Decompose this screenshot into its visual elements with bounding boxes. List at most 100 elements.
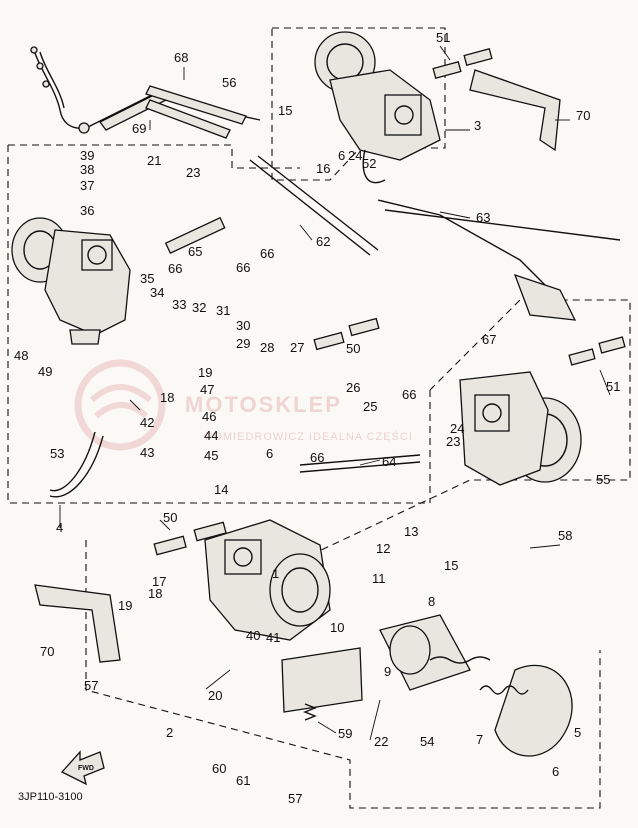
part-label: 58 — [558, 528, 572, 543]
part-label: 23 — [446, 434, 460, 449]
part-label: 34 — [150, 285, 164, 300]
part-label: 66 — [168, 261, 182, 276]
part-label: 45 — [204, 448, 218, 463]
part-label: 14 — [214, 482, 228, 497]
leader-lines — [59, 45, 611, 741]
part-label: 3 — [474, 118, 481, 133]
part-label: 26 — [346, 380, 360, 395]
part-label: 8 — [428, 594, 435, 609]
part-label: 60 — [212, 761, 226, 776]
part-label: 61 — [236, 773, 250, 788]
part-label: 50 — [163, 510, 177, 525]
part-label: 37 — [80, 178, 94, 193]
part-label: 38 — [80, 162, 94, 177]
carburetor-left — [11, 217, 131, 345]
part-label: 30 — [236, 318, 250, 333]
part-label: 68 — [174, 50, 188, 65]
part-label: 19 — [118, 598, 132, 613]
part-label: 1 — [272, 566, 279, 581]
part-labels: 1234566678910111213141515161718181919202… — [14, 30, 620, 806]
part-label: 5 — [574, 725, 581, 740]
part-label: 10 — [330, 620, 344, 635]
part-label: 48 — [14, 348, 28, 363]
part-label: 31 — [216, 303, 230, 318]
part-label: 32 — [192, 300, 206, 315]
carburetor-right — [459, 371, 582, 486]
part-label: 15 — [444, 558, 458, 573]
part-label: 9 — [384, 664, 391, 679]
part-label: 67 — [482, 332, 496, 347]
part-label: 21 — [147, 153, 161, 168]
linkages — [249, 155, 621, 473]
part-label: 16 — [316, 161, 330, 176]
carburetor-top — [314, 31, 441, 184]
part-label: 50 — [346, 341, 360, 356]
part-label: 54 — [420, 734, 434, 749]
part-label: 27 — [290, 340, 304, 355]
part-label: 29 — [236, 336, 250, 351]
part-label: 18 — [148, 586, 162, 601]
part-label: 66 — [402, 387, 416, 402]
part-label: 24 — [348, 148, 362, 163]
part-label: 40 — [246, 628, 260, 643]
leader-line — [439, 211, 471, 219]
part-label: 52 — [362, 156, 376, 171]
part-label: 59 — [338, 726, 352, 741]
leader-line — [599, 369, 611, 396]
part-label: 41 — [266, 630, 280, 645]
part-label: 6 — [552, 764, 559, 779]
leader-line — [369, 699, 381, 741]
part-label: 11 — [372, 571, 386, 586]
part-label: 22 — [374, 734, 388, 749]
part-label: 51 — [436, 30, 450, 45]
part-label: 51 — [606, 379, 620, 394]
part-label: 70 — [576, 108, 590, 123]
part-label: 6 — [338, 148, 345, 163]
watermark: MOTOSKLEP POMIEDROWICZ IDEALNA CZĘŚCI — [74, 359, 412, 451]
part-label: 64 — [382, 454, 396, 469]
leader-line — [317, 721, 337, 734]
part-label: 12 — [376, 541, 390, 556]
part-label: 24 — [450, 421, 464, 436]
part-label: 55 — [596, 472, 610, 487]
carburetor-bottom — [204, 519, 331, 641]
part-label: 47 — [200, 382, 214, 397]
part-label: 35 — [140, 271, 154, 286]
part-label: 56 — [222, 75, 236, 90]
tubes — [153, 48, 626, 556]
part-label: 44 — [204, 428, 218, 443]
part-label: 15 — [278, 103, 292, 118]
part-label: 39 — [80, 148, 94, 163]
part-label: 62 — [316, 234, 330, 249]
part-label: 70 — [40, 644, 54, 659]
part-label: 25 — [363, 399, 377, 414]
part-label: 57 — [288, 791, 302, 806]
part-label: 2 — [166, 725, 173, 740]
fwd-arrow-icon: FWD — [60, 750, 105, 786]
fwd-label: FWD — [78, 765, 94, 772]
part-label: 69 — [132, 121, 146, 136]
part-label: 36 — [80, 203, 94, 218]
leader-line — [359, 459, 381, 466]
watermark-brand: MOTOSKLEP — [185, 392, 342, 417]
leader-line — [439, 45, 451, 61]
fuel-hoses — [30, 46, 261, 139]
part-label: 6 — [266, 446, 273, 461]
part-label: 23 — [186, 165, 200, 180]
part-label: 63 — [476, 210, 490, 225]
drain-hose — [49, 431, 104, 498]
part-label: 57 — [84, 678, 98, 693]
part-label: 65 — [188, 244, 202, 259]
leader-line — [129, 399, 141, 411]
leader-line — [159, 519, 171, 531]
part-label: 66 — [310, 450, 324, 465]
part-label: 43 — [140, 445, 154, 460]
diagram-code: 3JP110-3100 — [18, 791, 83, 803]
part-label: 28 — [260, 340, 274, 355]
part-label: 42 — [140, 415, 154, 430]
brackets — [34, 69, 561, 663]
part-label: 18 — [160, 390, 174, 405]
part-label: 66 — [260, 246, 274, 261]
leader-line — [529, 544, 561, 549]
